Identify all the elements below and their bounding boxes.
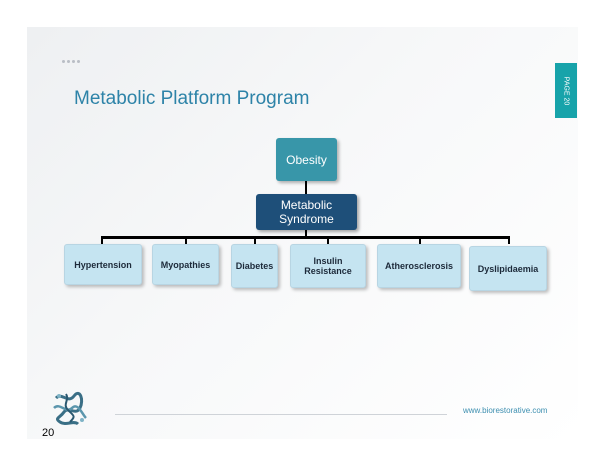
diagram-node-root: Obesity	[276, 138, 337, 181]
diagram-node-leaf-5: Atherosclerosis	[377, 244, 461, 288]
footer-divider	[115, 414, 447, 415]
diagram-node-leaf-1: Hypertension	[64, 244, 142, 285]
page-number: 20	[42, 427, 55, 439]
slide-title: Metabolic Platform Program	[74, 88, 310, 109]
page-tab-label: PAGE 20	[562, 76, 570, 105]
diagram-node-leaf-4: Insulin Resistance	[290, 244, 366, 288]
diagram-node-middle: Metabolic Syndrome	[256, 194, 357, 230]
slide-background	[27, 27, 578, 439]
page-tab: PAGE 20	[555, 63, 577, 118]
connector-middle-to-bus	[305, 230, 307, 237]
footer-url: www.biorestorative.com	[463, 406, 548, 415]
diagram-node-leaf-6: Dyslipidaemia	[469, 246, 547, 291]
connector-drop-6	[508, 236, 510, 244]
connector-drop-1	[101, 236, 103, 244]
decorative-dots	[62, 60, 80, 63]
connector-drop-4	[327, 236, 329, 244]
connector-drop-5	[419, 236, 421, 244]
protein-structure-icon	[53, 391, 87, 426]
diagram-node-leaf-3: Diabetes	[231, 244, 278, 288]
connector-root-to-middle	[305, 180, 307, 194]
connector-bus	[101, 236, 510, 239]
connector-drop-3	[254, 236, 256, 244]
diagram-node-leaf-2: Myopathies	[152, 244, 219, 285]
connector-drop-2	[185, 236, 187, 244]
